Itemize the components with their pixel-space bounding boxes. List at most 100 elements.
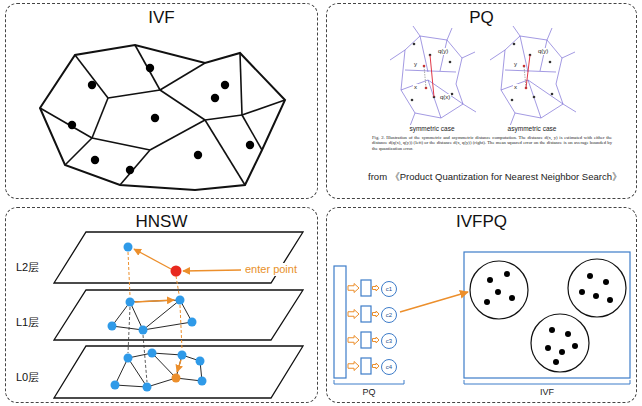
ivfpq-illustration — [334, 252, 630, 384]
centroid-dot — [533, 96, 536, 99]
cluster-point — [607, 297, 613, 303]
cell-edge — [463, 104, 476, 112]
centroid-label: c3 — [386, 338, 392, 344]
figure-label: x — [413, 84, 418, 91]
graph-vertex — [172, 374, 181, 383]
layer-plane — [54, 232, 303, 283]
codebook-circle: c3 — [381, 333, 397, 349]
ivf-voronoi — [40, 45, 285, 190]
sub-vector — [361, 306, 371, 322]
block-arrow — [373, 363, 380, 369]
panel-title: PQ — [327, 9, 636, 28]
asymmetric-figure — [490, 26, 576, 126]
centroid-dot — [194, 151, 202, 159]
centroid-dot — [126, 166, 134, 174]
voronoi-edge — [75, 55, 108, 98]
centroid-dot — [88, 81, 96, 89]
figure-caption: Fig. 2. Illustration of the symmetric an… — [372, 135, 612, 151]
centroid-dot — [221, 81, 229, 89]
search-step — [177, 360, 181, 372]
sub-vector — [361, 280, 371, 296]
graph-vertex — [111, 381, 120, 390]
centroid-dot — [91, 156, 99, 164]
pq-bracket — [334, 380, 404, 384]
cell-edge — [440, 40, 447, 71]
voronoi-edge — [135, 45, 160, 90]
layer-plane — [54, 346, 303, 398]
figure-label: asymmetric case — [507, 125, 558, 132]
graph-edge — [152, 353, 176, 378]
ivf-bracket — [464, 380, 630, 384]
panel-title: IVFPQ — [327, 213, 636, 232]
cell-edge — [447, 28, 452, 40]
graph-edge — [130, 302, 143, 330]
voronoi-edge — [92, 98, 108, 138]
cluster-point — [487, 277, 493, 283]
voronoi-edge — [120, 150, 150, 185]
vector-bar — [334, 266, 346, 378]
graph-vertex — [143, 383, 152, 392]
cell-edge — [528, 80, 541, 118]
sub-vector — [361, 332, 371, 348]
search-drop — [176, 276, 179, 294]
graph-edge — [112, 326, 143, 330]
figure-label: x — [513, 84, 518, 91]
cluster-point — [545, 345, 551, 351]
graph-edge — [115, 385, 147, 387]
panel-box: HNSW — [5, 207, 318, 403]
graph-edge — [143, 322, 192, 330]
centroid-dot — [551, 93, 554, 96]
voronoi-edge — [242, 115, 262, 150]
layer-plane — [54, 290, 303, 340]
true-distance — [524, 66, 526, 88]
cluster-point — [593, 293, 599, 299]
block-arrow — [348, 284, 359, 293]
centroid-dot — [511, 99, 514, 102]
voronoi-edge — [40, 108, 92, 138]
source-note: from 《Product Quantization for Nearest N… — [368, 172, 622, 183]
layer-label: L2层 — [16, 261, 39, 274]
graph-edge — [130, 300, 180, 302]
codebook-circle: c1 — [381, 281, 397, 297]
graph-vertex — [108, 322, 117, 331]
centroid-dot — [449, 61, 452, 64]
centroid-label: c4 — [386, 364, 392, 370]
cell-edge — [462, 52, 475, 58]
distance-line — [526, 55, 530, 88]
graph-vertex — [188, 318, 197, 327]
graph-edge — [143, 300, 180, 330]
enter-point-dot — [171, 266, 182, 277]
graph-edge — [128, 358, 147, 387]
figure-label: symmetric case — [408, 125, 455, 132]
layer-link — [143, 335, 147, 382]
cell-edge — [490, 50, 505, 60]
graph-vertex — [178, 351, 187, 360]
cell-edge — [540, 40, 547, 71]
voronoi-edge — [160, 90, 205, 120]
cluster-point — [587, 273, 593, 279]
figure-label: y — [513, 61, 518, 68]
layer-label: enter point — [244, 263, 298, 276]
cell-edge — [501, 80, 528, 90]
cell-edge — [563, 104, 576, 112]
distance-line — [430, 55, 434, 97]
cluster-point — [579, 289, 585, 295]
panel-box: IVFPQc1c2c3c4 — [326, 207, 637, 403]
voronoi-edge — [240, 53, 242, 115]
graph-vertex — [196, 357, 205, 366]
assign-arrow — [400, 292, 468, 312]
cluster-point — [549, 327, 555, 333]
symmetric-figure — [390, 26, 476, 126]
cell-edge — [562, 52, 575, 58]
cell-edge — [390, 50, 405, 60]
cluster-point — [504, 271, 510, 277]
section-label: IVF — [540, 387, 554, 397]
cluster — [470, 261, 528, 319]
block-arrow — [348, 336, 359, 345]
graph-vertex — [198, 377, 207, 386]
cluster-point — [553, 359, 559, 365]
graph-vertex — [124, 243, 133, 252]
cell-edge — [405, 70, 456, 72]
